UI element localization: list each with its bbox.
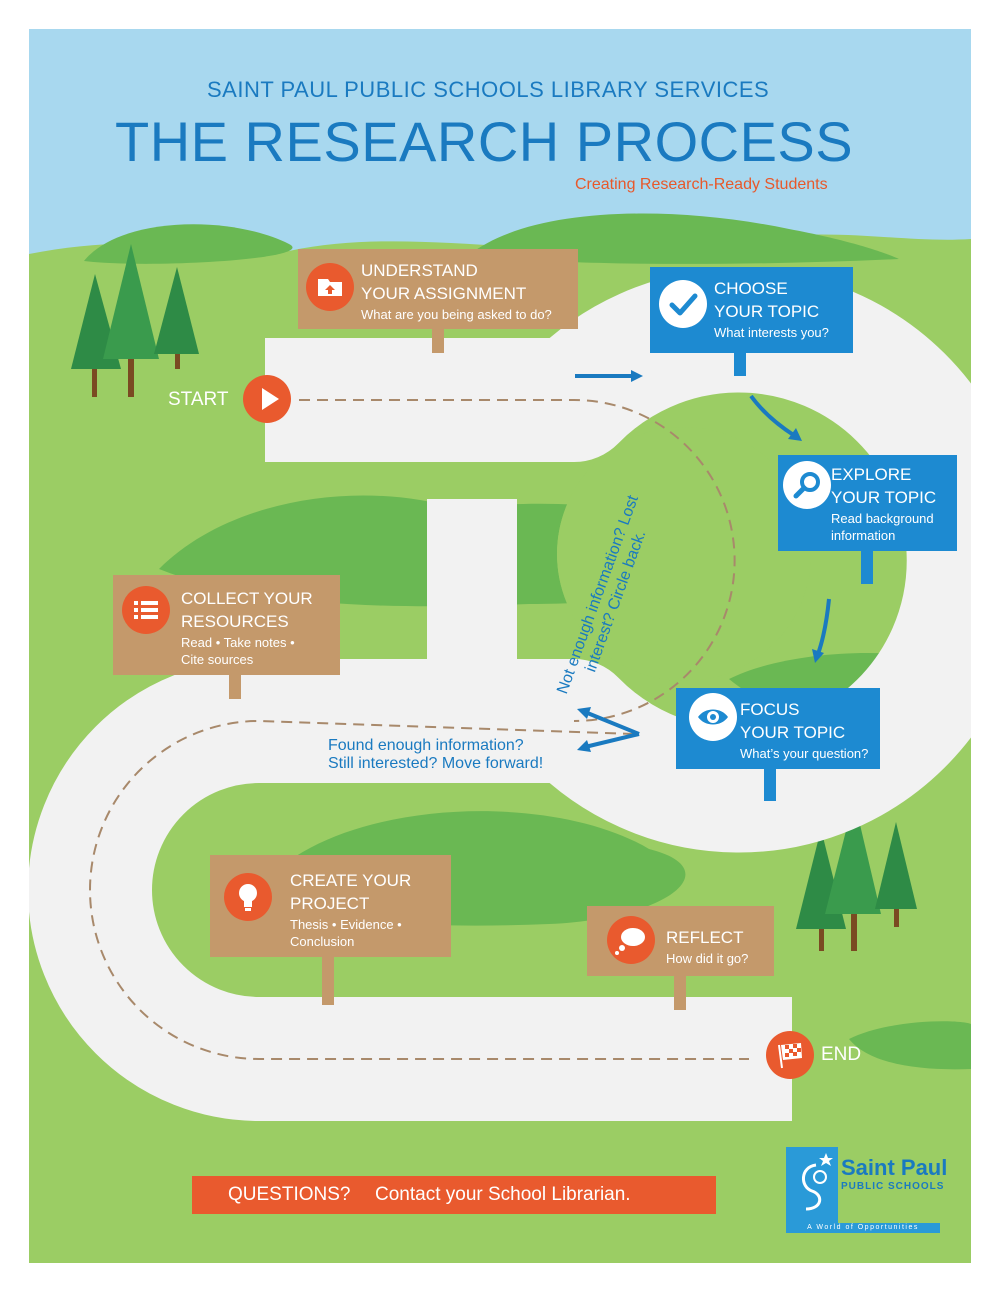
step-title: YOUR TOPIC [740, 723, 846, 742]
play-icon [243, 375, 291, 423]
questions-banner: QUESTIONS? Contact your School Librarian… [192, 1176, 716, 1214]
list-icon [122, 586, 170, 634]
magnifier-icon [783, 461, 831, 509]
step-subtitle: Read • Take notes • [181, 635, 295, 650]
step-title: REFLECT [666, 928, 744, 947]
road-connector [427, 499, 517, 731]
step-subtitle: information [831, 528, 896, 543]
folder-upload-icon [306, 263, 354, 311]
hill [84, 224, 293, 264]
questions-label: QUESTIONS? [228, 1184, 351, 1205]
contact-librarian-text: Contact your School Librarian. [375, 1184, 631, 1205]
lightbulb-icon [224, 873, 272, 921]
end-label: END [821, 1044, 862, 1065]
start-label: START [168, 389, 229, 410]
page-subtitle: Creating Research-Ready Students [575, 176, 828, 193]
page-title: THE RESEARCH PROCESS [115, 110, 854, 173]
step-title: YOUR TOPIC [831, 488, 937, 507]
step-subtitle: Cite sources [181, 652, 254, 667]
step-subtitle: How did it go? [666, 951, 749, 966]
step-title: COLLECT YOUR [181, 589, 313, 608]
landscape-scene [29, 29, 971, 1263]
step-title: CHOOSE [714, 279, 788, 298]
direction-arrows [575, 374, 831, 749]
tree-cluster-right [796, 799, 917, 951]
step-title: YOUR ASSIGNMENT [361, 284, 527, 303]
hill [849, 1021, 971, 1070]
step-subtitle: What are you being asked to do? [361, 307, 552, 322]
logo-tagline: A World of Opportunities [786, 1223, 940, 1233]
step-title: YOUR TOPIC [714, 302, 820, 321]
step-title: EXPLORE [831, 465, 912, 484]
step-title: CREATE YOUR [290, 871, 412, 890]
step-subtitle: Thesis • Evidence • [290, 917, 402, 932]
tree-cluster-left [71, 244, 199, 397]
dashed-centerline [89, 399, 749, 1060]
step-subtitle: What interests you? [714, 325, 829, 340]
saint-paul-public-schools-logo: Saint Paul PUBLIC SCHOOLS A World of Opp… [786, 1147, 947, 1233]
step-title: FOCUS [740, 700, 800, 719]
step-title: RESOURCES [181, 612, 289, 631]
move-forward-note-line-2: Still interested? Move forward! [328, 755, 544, 772]
logo-subtitle: PUBLIC SCHOOLS [841, 1181, 945, 1192]
step-understand-assignment: UNDERSTAND YOUR ASSIGNMENT What are you … [298, 249, 578, 329]
sign-posts [229, 329, 686, 1010]
step-choose-topic: CHOOSE YOUR TOPIC What interests you? [650, 267, 853, 353]
poster: SAINT PAUL PUBLIC SCHOOLS LIBRARY SERVIC… [29, 29, 971, 1263]
step-subtitle: Conclusion [290, 934, 355, 949]
logo-mark [786, 1147, 838, 1223]
step-focus-topic: FOCUS YOUR TOPIC What’s your question? [676, 688, 880, 769]
organization-heading: SAINT PAUL PUBLIC SCHOOLS LIBRARY SERVIC… [207, 77, 770, 102]
move-forward-note-line-1: Found enough information? [328, 737, 524, 754]
step-title: PROJECT [290, 894, 370, 913]
step-subtitle: Read background [831, 511, 934, 526]
checkered-flag-icon [766, 1031, 814, 1079]
logo-name: Saint Paul [841, 1155, 948, 1180]
step-create-project: CREATE YOUR PROJECT Thesis • Evidence • … [210, 855, 451, 957]
step-explore-topic: EXPLORE YOUR TOPIC Read background infor… [778, 455, 957, 551]
step-title: UNDERSTAND [361, 261, 478, 280]
step-subtitle: What’s your question? [740, 746, 869, 761]
step-reflect: REFLECT How did it go? [587, 906, 774, 976]
checkmark-icon [659, 280, 707, 328]
eye-icon [689, 693, 737, 741]
step-collect-resources: COLLECT YOUR RESOURCES Read • Take notes… [113, 575, 340, 675]
thought-bubble-icon [607, 916, 655, 964]
